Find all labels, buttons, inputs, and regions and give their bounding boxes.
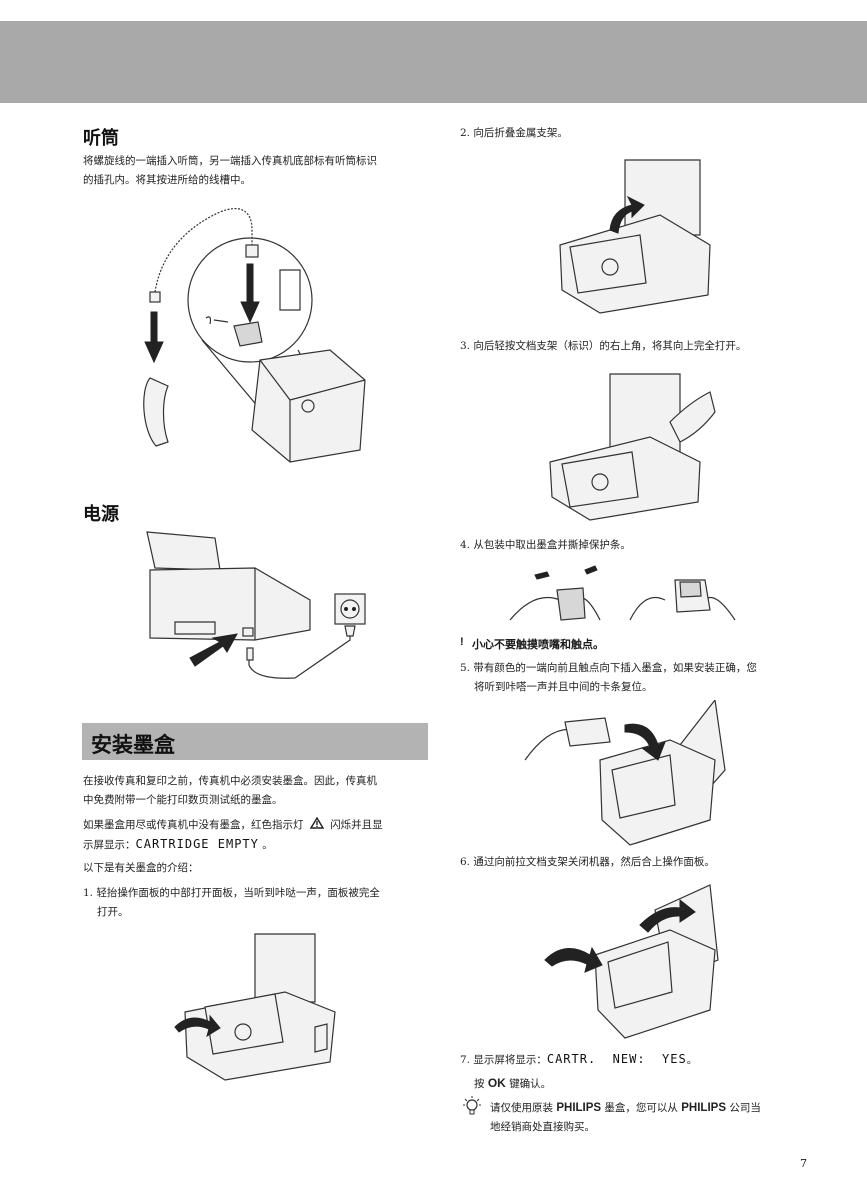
caution-mark: ! xyxy=(460,636,464,648)
step1-fax-illustration xyxy=(174,933,336,1081)
warning-prefix: 示屏显示： xyxy=(83,839,136,851)
handset-text-line1: 将螺旋线的一端插入听筒，另一端插入传真机底部标有听筒标识 xyxy=(83,155,377,167)
install-warning-line1: 如果墨盒用尽或传真机中没有墨盒，红色指示灯 闪烁并且显 xyxy=(83,816,383,835)
step5-fax-illustration xyxy=(524,700,726,846)
warning-triangle-icon xyxy=(309,816,325,829)
step4-text: 4. 从包装中取出墨盒并撕掉保护条。 xyxy=(460,539,631,551)
ok-prefix: 按 xyxy=(474,1078,485,1090)
install-section-bar xyxy=(82,723,428,760)
install-warning-line2: 示屏显示：CARTRIDGE EMPTY 。 xyxy=(83,835,273,855)
install-heading: 安装墨盒 xyxy=(91,732,175,757)
tip-line1: 请仅使用原装 PHILIPS 墨盒，您可以从 PHILIPS 公司当 xyxy=(490,1099,761,1118)
tip-lightbulb-icon xyxy=(463,1096,481,1115)
handset-illustration xyxy=(143,208,366,463)
step1-line1: 1. 轻抬操作面板的中部打开面板，当听到咔哒一声，面板被完全 xyxy=(83,887,380,899)
tip-text-b: 墨盒，您可以从 xyxy=(604,1102,678,1114)
handset-heading: 听筒 xyxy=(83,128,119,149)
step3-fax-illustration xyxy=(549,373,716,521)
cartr-new-yes-display: CARTR. NEW: YES xyxy=(546,1052,687,1066)
tip-text-c: 公司当 xyxy=(729,1102,761,1114)
step5-line2: 将听到咔嗒一声并且中间的卡条复位。 xyxy=(474,681,653,693)
tip-line2: 地经销商处直接购买。 xyxy=(490,1121,595,1133)
tip-text-a: 请仅使用原装 xyxy=(490,1102,553,1114)
step6-text: 6. 通过向前拉文档支架关闭机器，然后合上操作面板。 xyxy=(460,856,715,868)
ok-key: OK xyxy=(487,1076,506,1090)
header-band xyxy=(0,21,867,103)
tip-brand-1: PHILIPS xyxy=(556,1102,602,1114)
step7-line: 7. 显示屏将显示：CARTR. NEW: YES。 xyxy=(460,1050,697,1070)
step5-line1: 5. 带有颜色的一端向前且触点向下插入墨盒，如果安装正确，您 xyxy=(460,662,757,674)
caution-text: 小心不要触摸喷嘴和触点。 xyxy=(472,639,604,651)
step6-fax-illustration xyxy=(544,884,719,1039)
step2-text: 2. 向后折叠金属支架。 xyxy=(460,127,568,139)
tip-brand-2: PHILIPS xyxy=(681,1102,726,1114)
ok-line: 按 OK 键确认。 xyxy=(474,1074,551,1094)
power-heading: 电源 xyxy=(83,504,119,525)
step4-cartridge-illustration xyxy=(509,565,736,621)
step3-text: 3. 向后轻按文档支架（标识）的右上角，将其向上完全打开。 xyxy=(460,340,747,352)
warning-text-a: 如果墨盒用尽或传真机中没有墨盒，红色指示灯 xyxy=(83,819,304,831)
warning-suffix: 。 xyxy=(262,839,273,851)
step7-suffix: 。 xyxy=(686,1054,698,1066)
power-illustration xyxy=(146,531,366,679)
install-intro-line1: 在接收传真和复印之前，传真机中必须安装墨盒。因此，传真机 xyxy=(83,775,377,787)
handset-text-line2: 的插孔内。将其按进所给的线槽中。 xyxy=(83,174,251,186)
ok-suffix: 键确认。 xyxy=(509,1078,552,1090)
cartridge-empty-display: CARTRIDGE EMPTY xyxy=(135,837,259,851)
step7-prefix: 7. 显示屏将显示： xyxy=(460,1054,547,1066)
step2-fax-illustration xyxy=(559,159,711,314)
warning-text-b: 闪烁并且显 xyxy=(330,819,383,831)
list-intro: 以下是有关墨盒的介绍： xyxy=(83,862,199,874)
page-number: 7 xyxy=(800,1157,807,1170)
step1-line2: 打开。 xyxy=(97,906,129,918)
install-intro-line2: 中免费附带一个能打印数页测试纸的墨盒。 xyxy=(83,794,283,806)
